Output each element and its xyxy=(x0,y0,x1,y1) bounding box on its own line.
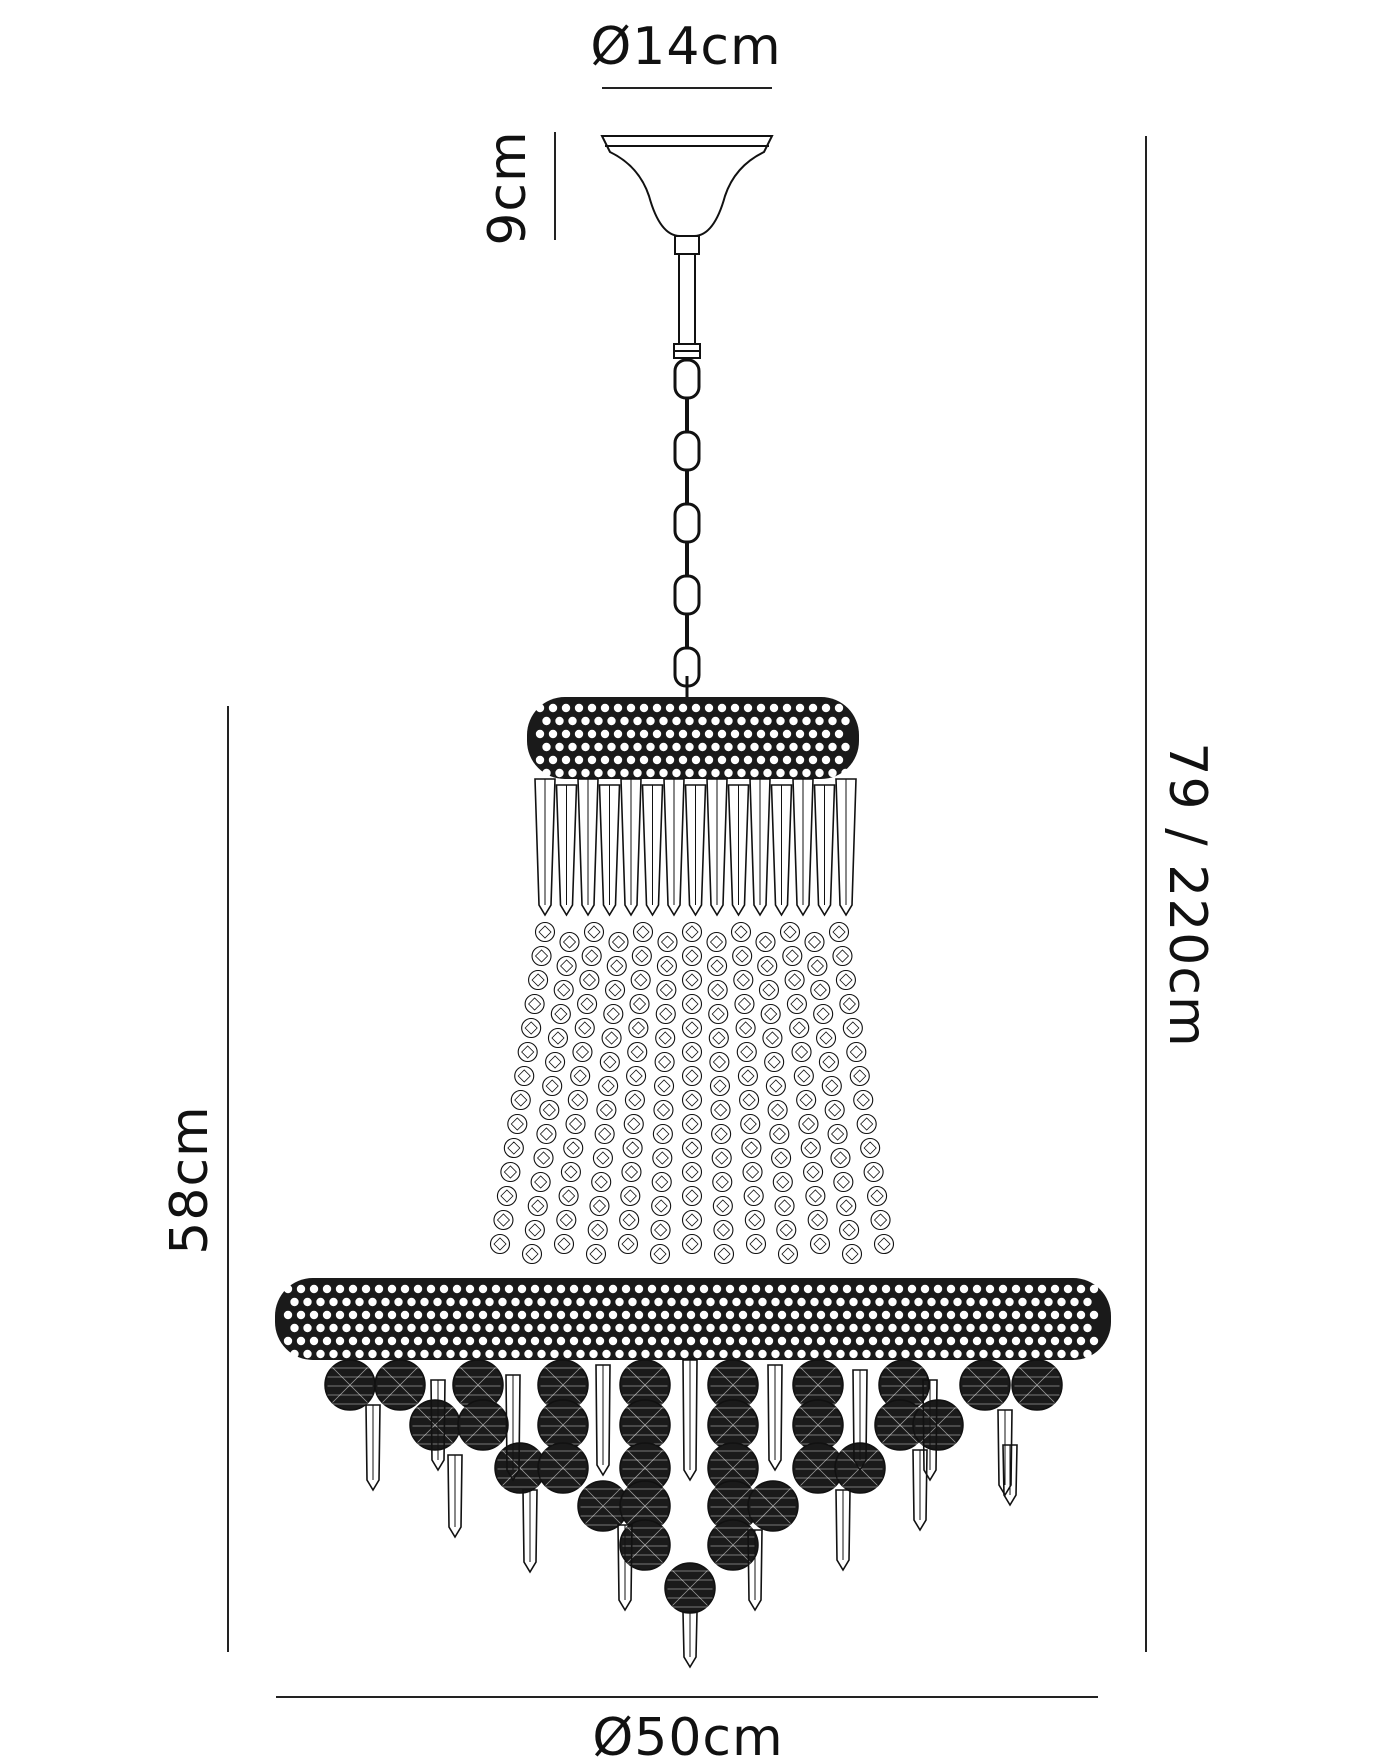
ceiling-canopy xyxy=(600,135,774,255)
upper-crystal-ring xyxy=(527,697,859,779)
crystal-bead-strands xyxy=(489,921,895,1265)
canopy-height-label: 9cm xyxy=(478,130,538,245)
suspension-rod xyxy=(673,253,701,359)
overall-height-label: 79 / 220cm xyxy=(1157,742,1217,1047)
canopy-diameter-label: Ø14cm xyxy=(590,17,781,77)
upper-crystal-prisms xyxy=(534,778,857,917)
suspension-chain xyxy=(673,358,701,697)
hanging-crystal-drops xyxy=(324,1359,1063,1669)
body-diameter-label: Ø50cm xyxy=(592,1708,783,1760)
lower-crystal-ring xyxy=(275,1278,1111,1360)
body-height-label: 58cm xyxy=(160,1105,220,1254)
